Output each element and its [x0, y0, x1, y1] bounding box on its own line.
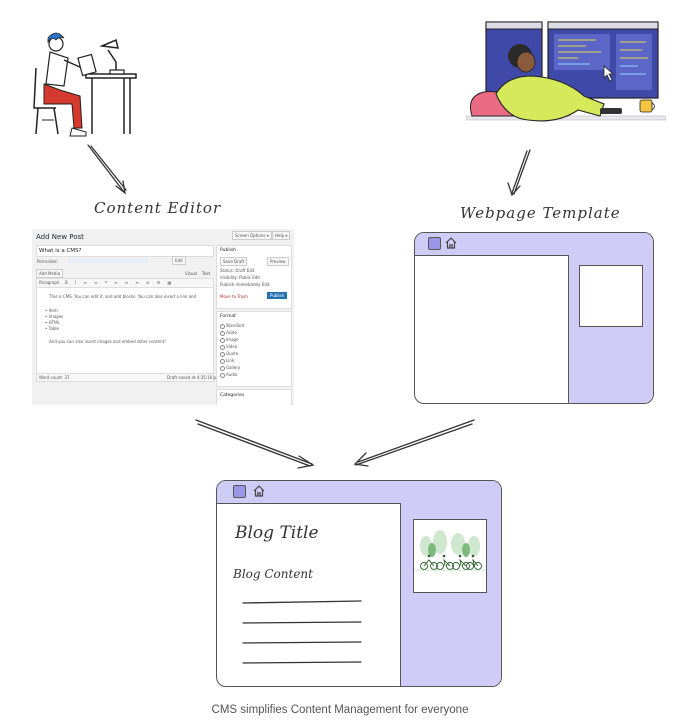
last-edited: Draft saved at 4:35:16 pm — [167, 375, 220, 380]
screen-options-button[interactable]: Screen Options ▾ — [232, 231, 272, 240]
list-item: • Table — [45, 326, 59, 331]
tab-visual[interactable]: Visual — [185, 271, 197, 276]
post-title-input[interactable]: What is a CMS? — [36, 245, 214, 257]
help-button[interactable]: Help ▾ — [272, 231, 291, 240]
home-icon[interactable] — [252, 484, 266, 498]
publish-button[interactable]: Publish — [267, 292, 288, 299]
format-option[interactable]: Standard — [226, 323, 245, 328]
move-to-trash-link[interactable]: Move to Trash — [220, 294, 248, 299]
format-box-title: Format — [220, 314, 236, 319]
window-square-icon — [428, 237, 441, 250]
blog-sidebar-image — [413, 519, 487, 593]
editor-status-bar: Word count: 37 Draft saved at 4:35:16 pm — [36, 373, 220, 382]
arrow-icon — [357, 419, 475, 463]
categories-box: Categories — [216, 389, 292, 405]
window-square-icon — [233, 485, 246, 498]
word-count: Word count: 37 — [39, 375, 70, 380]
permalink-value — [68, 258, 148, 263]
developer-illustration — [466, 21, 666, 122]
cyclists-image — [414, 520, 486, 592]
format-option[interactable]: Video — [226, 344, 238, 349]
format-option[interactable]: Image — [226, 337, 239, 342]
list-item: • Item — [45, 308, 58, 313]
arrow-icon — [195, 419, 313, 465]
visibility-line: Visibility: Public Edit — [220, 275, 260, 280]
writer-illustration — [33, 32, 137, 137]
publish-schedule-line: Publish immediately Edit — [220, 282, 270, 287]
blog-content-label: Blog Content — [233, 567, 313, 581]
body-line-2: And you can also insert images and embed… — [49, 339, 166, 344]
arrow-icon — [513, 149, 531, 195]
list-item: • HTML — [45, 320, 60, 325]
tab-text[interactable]: Text — [202, 271, 211, 276]
wp-page-heading: Add New Post — [36, 233, 84, 241]
permalink-label: Permalink: — [37, 259, 59, 264]
publish-box-title: Publish — [220, 248, 237, 253]
webpage-template-label: Webpage Template — [460, 204, 621, 222]
arrow-icon — [87, 144, 125, 193]
content-editor-label: Content Editor — [94, 199, 222, 217]
template-sidebar — [568, 255, 653, 403]
format-option[interactable]: Gallery — [226, 365, 241, 370]
categories-title: Categories — [220, 393, 245, 398]
format-select[interactable]: Paragraph — [39, 280, 60, 285]
blog-page-window: Blog Title Blog Content — [216, 480, 502, 687]
blog-title-bar — [217, 481, 501, 504]
home-icon[interactable] — [444, 236, 458, 250]
template-window — [414, 232, 654, 404]
toolbar-icons: B I ≡ ≡ ❝ ≡ ≡ ≡ ⊘ ☰ ▦ — [65, 280, 175, 285]
status-line: Status: Draft Edit — [220, 268, 255, 273]
format-option[interactable]: Link — [226, 358, 235, 363]
preview-button[interactable]: Preview — [267, 257, 289, 266]
blog-title: Blog Title — [235, 523, 319, 543]
list-item: • Images — [45, 314, 64, 319]
save-draft-button[interactable]: Save Draft — [220, 257, 248, 266]
template-title-bar — [415, 233, 653, 256]
post-title-value: What is a CMS? — [39, 248, 82, 254]
blog-sidebar — [400, 503, 501, 686]
format-option[interactable]: Aside — [226, 330, 237, 335]
editor-body[interactable]: This is CMS. You can edit it, and add bl… — [36, 287, 214, 375]
blog-text-lines — [242, 600, 362, 664]
publish-box: Publish Save Draft Preview Status: Draft… — [216, 245, 292, 309]
body-line: This is CMS. You can edit it, and add bl… — [49, 294, 197, 299]
permalink-edit-button[interactable]: Edit — [172, 256, 186, 265]
wp-editor-screenshot: Add New Post Screen Options ▾ Help ▾ Wha… — [32, 229, 294, 405]
format-option[interactable]: Audio — [226, 372, 238, 377]
figure-caption: CMS simplifies Content Management for ev… — [211, 704, 469, 716]
template-image-placeholder — [579, 265, 643, 327]
format-box: Format Standard Aside Image Video Quote … — [216, 311, 292, 387]
format-option[interactable]: Quote — [226, 351, 239, 356]
add-media-button[interactable]: Add Media — [36, 269, 64, 278]
